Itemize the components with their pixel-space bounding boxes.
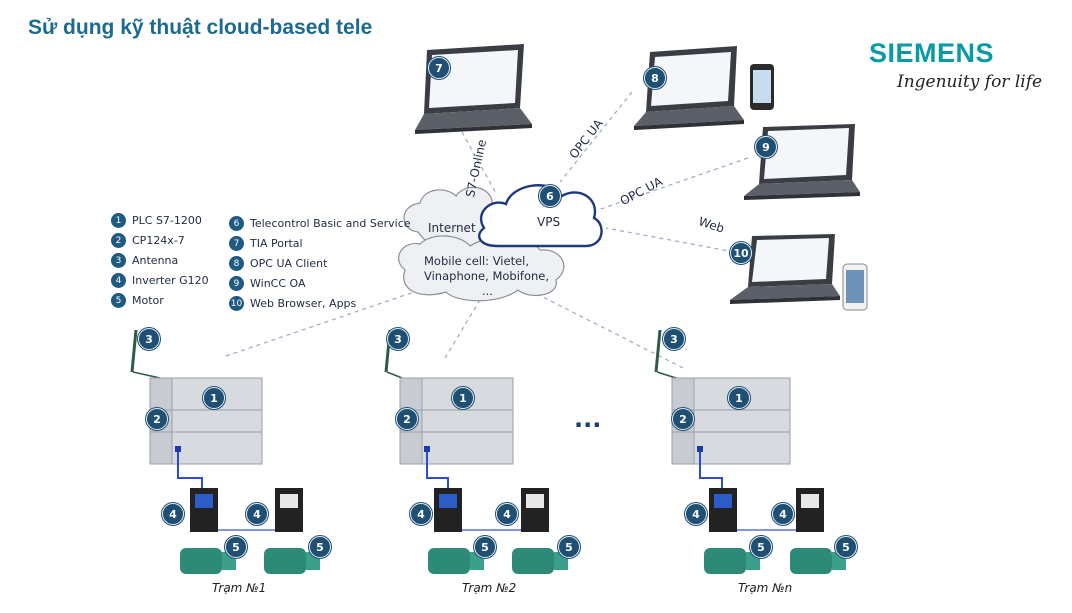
badge-6: 6: [539, 185, 561, 207]
legend-number: 6: [229, 216, 244, 231]
badge-1-station-2: 1: [452, 387, 474, 409]
legend-item: 2 CP124x-7: [111, 233, 185, 248]
phone-8: [750, 64, 774, 110]
legend-number: 9: [229, 276, 244, 291]
badge-9: 9: [755, 136, 777, 158]
laptop-10: [730, 234, 840, 304]
legend-number: 3: [111, 253, 126, 268]
legend-label: OPC UA Client: [250, 257, 328, 270]
legend-item: 7 TIA Portal: [229, 236, 303, 251]
badge-3-station-n: 3: [663, 328, 685, 350]
mobile-line-3: ...: [482, 284, 493, 298]
legend-label: PLC S7-1200: [132, 214, 202, 227]
brand-tagline: Ingenuity for life: [897, 72, 1043, 92]
badge-5-station-1a: 5: [225, 536, 247, 558]
legend-number: 7: [229, 236, 244, 251]
badge-7: 7: [428, 57, 450, 79]
laptop-7: [415, 44, 532, 134]
legend-item: 9 WinCC OA: [229, 276, 306, 291]
station-2-hardware: [384, 329, 568, 574]
badge-1-station-1: 1: [203, 387, 225, 409]
badge-5-station-2a: 5: [474, 536, 496, 558]
laptop-9: [744, 124, 860, 200]
more-stations-ellipsis: ...: [574, 405, 602, 433]
phone-10: [842, 263, 868, 311]
legend-label: Antenna: [132, 254, 179, 267]
internet-label: Internet: [428, 221, 476, 235]
legend-item: 8 OPC UA Client: [229, 256, 327, 271]
legend-label: TIA Portal: [250, 237, 303, 250]
legend-item: 1 PLC S7-1200: [111, 213, 202, 228]
badge-2-station-2: 2: [396, 408, 418, 430]
station-label-n: Trạm №n: [738, 581, 793, 595]
badge-4-station-2a: 4: [410, 503, 432, 525]
laptop-8: [634, 46, 744, 130]
badge-3-station-2: 3: [387, 328, 409, 350]
legend-item: 6 Telecontrol Basic and Service: [229, 216, 411, 231]
legend-number: 8: [229, 256, 244, 271]
badge-5-station-na: 5: [750, 536, 772, 558]
legend-label: Motor: [132, 294, 164, 307]
page-title: Sử dụng kỹ thuật cloud-based tele: [28, 16, 373, 39]
badge-5-station-2b: 5: [558, 536, 580, 558]
station-n-hardware: [654, 329, 846, 574]
badge-2-station-n: 2: [672, 408, 694, 430]
legend-label: CP124x-7: [132, 234, 185, 247]
legend-number: 2: [111, 233, 126, 248]
brand-logo: SIEMENS: [869, 38, 995, 68]
station-label-1: Trạm №1: [212, 581, 267, 595]
legend-label: Inverter G120: [132, 274, 209, 287]
badge-8: 8: [644, 67, 666, 89]
legend-number: 4: [111, 273, 126, 288]
legend-label: Web Browser, Apps: [250, 297, 357, 310]
mobile-line-1: Mobile cell: Vietel,: [424, 254, 530, 268]
legend-number: 10: [229, 296, 244, 311]
mobile-line-2: Vinaphone, Mobifone,: [424, 269, 550, 283]
legend-item: 4 Inverter G120: [111, 273, 209, 288]
badge-3-station-1: 3: [138, 328, 160, 350]
badge-10: 10: [730, 242, 752, 264]
badge-4-station-na: 4: [685, 503, 707, 525]
legend-label: Telecontrol Basic and Service: [250, 217, 411, 230]
legend-label: WinCC OA: [250, 277, 306, 290]
legend-item: 5 Motor: [111, 293, 164, 308]
badge-4-station-nb: 4: [772, 503, 794, 525]
station-1-hardware: [130, 329, 320, 574]
vps-label: VPS: [537, 215, 561, 229]
cloud-shape: [398, 184, 603, 302]
badge-1-station-n: 1: [728, 387, 750, 409]
legend-item: 3 Antenna: [111, 253, 178, 268]
badge-4-station-1b: 4: [246, 503, 268, 525]
badge-2-station-1: 2: [146, 408, 168, 430]
legend-item: 10 Web Browser, Apps: [229, 296, 356, 311]
badge-4-station-1a: 4: [162, 503, 184, 525]
legend-number: 1: [111, 213, 126, 228]
badge-4-station-2b: 4: [496, 503, 518, 525]
badge-5-station-nb: 5: [835, 536, 857, 558]
legend-number: 5: [111, 293, 126, 308]
network-links: [225, 91, 749, 369]
badge-5-station-1b: 5: [309, 536, 331, 558]
station-label-2: Trạm №2: [462, 581, 517, 595]
